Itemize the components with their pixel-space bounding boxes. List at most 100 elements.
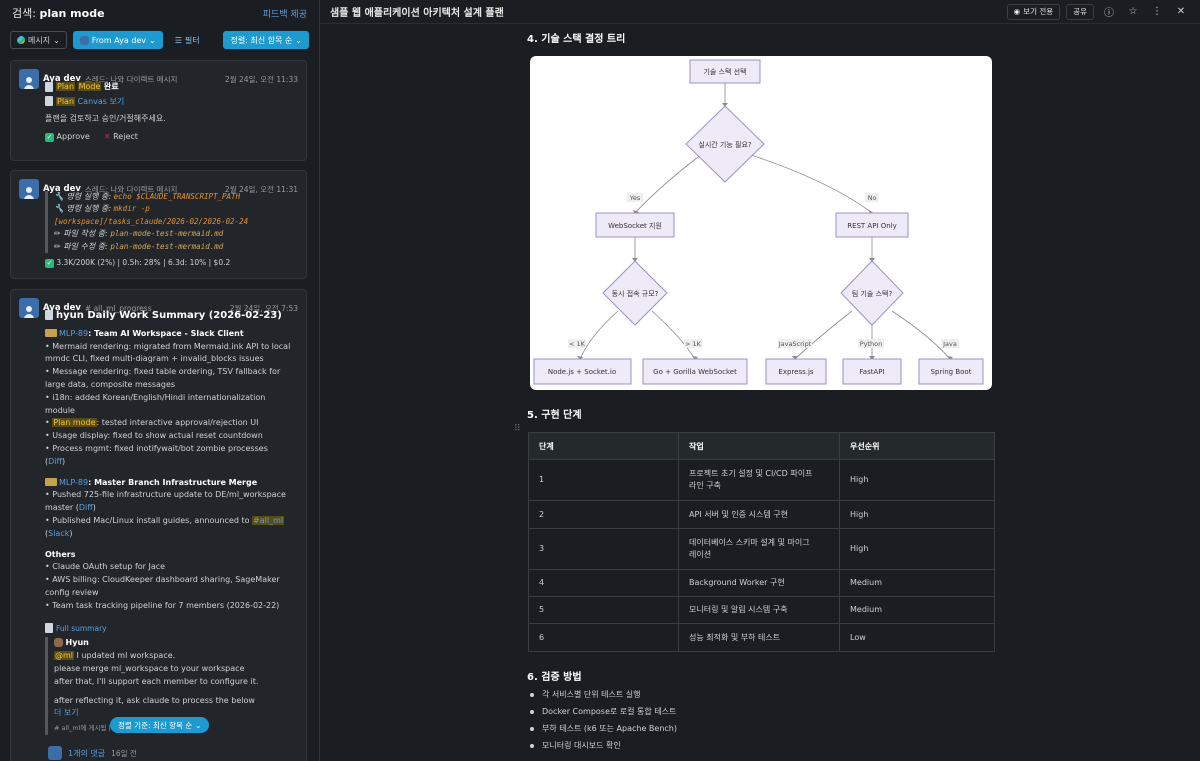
drag-handle-icon[interactable]: ⠿	[514, 424, 521, 434]
search-panel: 검색: plan mode 피드백 제공 메시지 ⌄ From Aya dev …	[0, 0, 320, 761]
diff-link[interactable]: Diff	[48, 456, 63, 466]
reject-button[interactable]: ✕ Reject	[103, 132, 138, 142]
node-express: Express.js	[778, 368, 814, 376]
author-name[interactable]: Aya dev	[43, 74, 81, 84]
summary-line: • i18n: added Korean/English/Hindi inter…	[45, 392, 266, 402]
table-cell: 3	[528, 528, 679, 570]
channel-link[interactable]: #all_ml	[252, 515, 285, 525]
summary-line: large data, composite messages	[45, 379, 176, 389]
node-root: 기술 스택 선택	[703, 67, 746, 76]
slack-icon	[17, 36, 25, 44]
timestamp[interactable]: 2월 24일, 오전 11:33	[224, 74, 298, 84]
ticket-icon	[45, 478, 57, 487]
section-heading-5: 5. 구현 단계	[527, 410, 582, 421]
list-item: 모니터링 대시보드 확인	[530, 737, 677, 754]
table-cell: Low	[839, 623, 995, 652]
avatar	[19, 298, 39, 318]
chevron-down-icon: ⌄	[195, 720, 202, 730]
author-name[interactable]: Aya dev	[43, 303, 81, 313]
star-icon[interactable]: ☆	[1128, 6, 1138, 17]
mention[interactable]: @ml	[54, 651, 75, 661]
node-spring: Spring Boot	[931, 368, 972, 376]
table-cell: Background Worker 구현	[678, 569, 840, 597]
show-more-link[interactable]: 더 보기	[54, 708, 79, 718]
canvas-icon	[45, 96, 53, 107]
filter-bar: 메시지 ⌄ From Aya dev ⌄ ☰ 필터 정렬: 최신 항목 순 ⌄	[0, 26, 319, 54]
diff-link[interactable]: Diff	[78, 503, 93, 513]
full-summary-link[interactable]: Full summary	[56, 623, 107, 633]
from-filter[interactable]: From Aya dev ⌄	[72, 31, 163, 49]
wrench-icon: 🔧	[54, 204, 64, 214]
summary-line: module	[45, 405, 75, 415]
filter-button[interactable]: ☰ 필터	[174, 35, 200, 45]
avatar	[19, 179, 39, 199]
search-result-1[interactable]: Aya dev 스레드: 나와 다이렉트 메시지 2월 24일, 오전 11:3…	[10, 60, 307, 161]
table-cell: Medium	[839, 596, 995, 624]
table-cell: 5	[528, 596, 679, 624]
sort-floating-button[interactable]: 정렬 기준: 최신 항목 순 ⌄	[110, 717, 210, 733]
table-cell: 성능 최적화 및 부하 테스트	[678, 623, 840, 652]
summary-line: • Mermaid rendering: migrated from Merma…	[45, 341, 291, 351]
table-cell: High	[839, 500, 995, 529]
doc-title: 샘플 웹 애플리케이션 아키텍처 설계 플랜	[330, 8, 504, 19]
table-cell: API 서버 및 인증 시스템 구현	[678, 500, 840, 529]
node-go: Go + Gorilla WebSocket	[653, 368, 737, 376]
close-icon[interactable]: ✕	[1176, 6, 1186, 17]
author-name[interactable]: Aya dev	[43, 184, 81, 194]
pencil-icon: ✏	[54, 229, 61, 239]
document-icon	[45, 623, 53, 634]
avatar-icon	[79, 35, 89, 45]
ticket-link[interactable]: MLP-89	[59, 477, 89, 487]
table-cell: 모니터링 및 알림 시스템 구축	[678, 596, 840, 624]
approve-button[interactable]: ✓ Approve	[45, 132, 90, 143]
messages-filter[interactable]: 메시지 ⌄	[10, 31, 67, 49]
decision-tree-diagram: 기술 스택 선택 실시간 기능 필요? WebSocket 지원 REST AP…	[530, 56, 992, 390]
sort-dropdown[interactable]: 정렬: 최신 항목 순 ⌄	[223, 31, 309, 49]
info-icon[interactable]: ⓘ	[1104, 8, 1114, 19]
node-nodejs: Node.js + Socket.io	[548, 368, 616, 376]
summary-line: • Claude OAuth setup for Jace	[45, 562, 166, 572]
table-cell: Medium	[839, 569, 995, 597]
more-icon[interactable]: ⋮	[1152, 6, 1162, 17]
filter-icon: ☰	[174, 35, 182, 45]
table-header: 작업	[678, 432, 840, 460]
thread-replies[interactable]: 1개의 댓글 16일 전	[48, 746, 137, 760]
edge-yes: Yes	[629, 194, 641, 202]
ticket-link[interactable]: MLP-89	[59, 328, 89, 338]
chevron-down-icon: ⌄	[53, 35, 60, 45]
clipboard-icon	[45, 81, 53, 92]
timestamp[interactable]: 2월 24일, 오전 11:31	[224, 184, 298, 194]
timestamp[interactable]: 2월 24일, 오전 7:53	[229, 303, 298, 313]
table-header: 단계	[528, 432, 679, 460]
avatar	[19, 69, 39, 89]
view-only-button[interactable]: ◉보기 전용	[1006, 3, 1061, 20]
search-header: 검색: plan mode 피드백 제공	[0, 0, 319, 26]
chevron-down-icon: ⌄	[149, 35, 156, 45]
canvas-link[interactable]: Canvas 보기	[77, 96, 125, 106]
summary-line: • Usage display: fixed to show actual re…	[45, 431, 263, 441]
avatar	[54, 638, 63, 648]
table-header: 우선순위	[839, 432, 995, 460]
node-realtime-question: 실시간 기능 필요?	[698, 140, 752, 149]
feedback-link[interactable]: 피드백 제공	[262, 9, 307, 20]
chevron-down-icon: ⌄	[295, 35, 302, 45]
search-query: plan mode	[39, 7, 105, 20]
edge-python: Python	[860, 340, 883, 348]
slack-link[interactable]: Slack	[48, 528, 70, 538]
clipboard-icon	[45, 310, 53, 320]
node-websocket: WebSocket 지원	[608, 221, 662, 230]
share-button[interactable]: 공유	[1066, 3, 1094, 20]
search-result-2[interactable]: Aya dev 스레드: 나와 다이렉트 메시지 2월 24일, 오전 11:3…	[10, 170, 307, 279]
table-cell: High	[839, 459, 995, 501]
search-result-3[interactable]: Aya dev # all_ml_progress 2월 24일, 오전 7:5…	[10, 289, 307, 761]
table-cell: 1	[528, 459, 679, 501]
summary-line: mmdc CLI, fixed multi-diagram + invalid_…	[45, 354, 264, 364]
channel-name[interactable]: # all_ml_progress	[84, 303, 152, 313]
